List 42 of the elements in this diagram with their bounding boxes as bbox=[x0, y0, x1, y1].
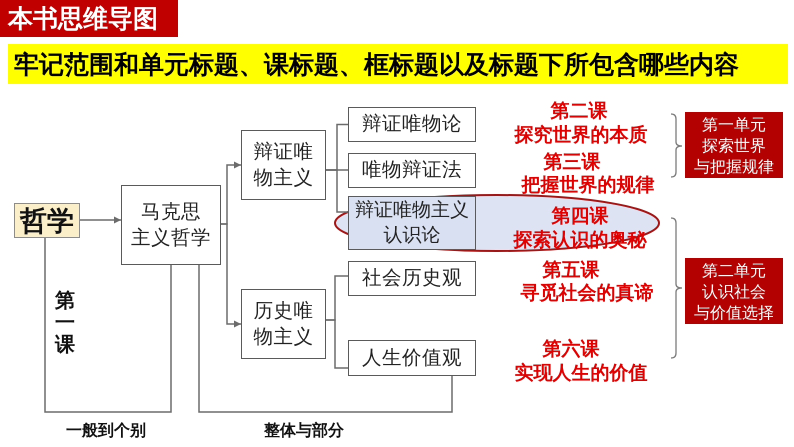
topic-label: 唯物辩证法 bbox=[362, 157, 462, 184]
title-banner: 本书思维导图 bbox=[0, 0, 178, 37]
unit-title: 认识社会与价值选择 bbox=[694, 280, 774, 322]
connector-line bbox=[44, 238, 172, 413]
connector-arrow bbox=[80, 216, 121, 224]
topic-label: 辩证唯物主义认识论 bbox=[354, 198, 470, 248]
topic-label: 马克思主义哲学 bbox=[131, 198, 211, 251]
root-topic-box bbox=[14, 203, 80, 238]
lesson-number: 第三课 bbox=[544, 150, 600, 174]
topic-box bbox=[348, 340, 476, 376]
topic-box bbox=[348, 153, 476, 188]
lesson-number: 第二课 bbox=[550, 99, 608, 123]
unit-number: 第二单元 bbox=[702, 260, 766, 280]
lesson-title: 把握世界的规律 bbox=[522, 173, 654, 197]
topic-label: 社会历史观 bbox=[362, 265, 462, 292]
topic-box bbox=[241, 130, 326, 200]
topic-label: 历史唯物主义 bbox=[252, 298, 314, 350]
connector-arrow bbox=[221, 223, 241, 328]
root-topic-label: 哲学 bbox=[20, 204, 74, 238]
unit-number: 第一单元 bbox=[702, 114, 766, 134]
topic-label: 辩证唯物论 bbox=[362, 111, 462, 138]
topic-label: 辩证唯物主义 bbox=[252, 138, 314, 191]
unit-box bbox=[685, 112, 783, 178]
lesson-title: 实现人生的价值 bbox=[514, 361, 648, 385]
unit-box bbox=[685, 258, 783, 324]
lesson-number: 第四课 bbox=[552, 204, 608, 228]
topic-label: 人生价值观 bbox=[362, 344, 462, 371]
lesson-number: 第六课 bbox=[542, 337, 600, 361]
lesson-number: 第五课 bbox=[542, 258, 600, 282]
topic-box bbox=[348, 261, 476, 296]
connector-line bbox=[326, 319, 348, 369]
topic-box bbox=[348, 107, 476, 142]
highlight-ellipse bbox=[334, 194, 660, 252]
lesson-title: 探究世界的本质 bbox=[514, 123, 648, 147]
connector-line bbox=[326, 169, 348, 213]
topic-box bbox=[241, 289, 326, 359]
lesson-title: 寻觅社会的真谛 bbox=[520, 281, 654, 305]
topic-box bbox=[121, 185, 221, 265]
instruction-banner: 牢记范围和单元标题、课标题、框标题以及标题下所包含哪些内容 bbox=[8, 44, 788, 84]
vertical-lesson-label: 第一课 bbox=[55, 289, 75, 355]
connector-line bbox=[198, 265, 453, 413]
unit-title: 探索世界与把握规律 bbox=[694, 134, 774, 176]
